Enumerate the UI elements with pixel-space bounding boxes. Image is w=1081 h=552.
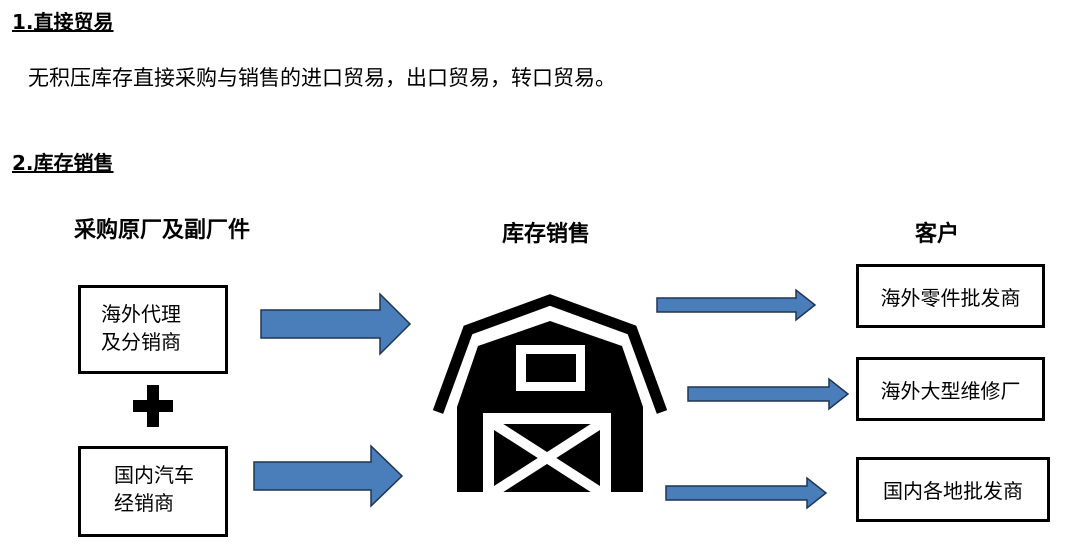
right-arrow-icon	[656, 288, 817, 322]
source-box-line: 及分销商	[101, 330, 181, 354]
plus-icon	[133, 385, 173, 427]
source-box-line: 国内汽车	[114, 463, 194, 487]
barn-warehouse-icon	[432, 294, 668, 497]
section-2-heading: 2.库存销售	[12, 151, 114, 175]
section-1-description: 无积压库存直接采购与销售的进口贸易，出口贸易，转口贸易。	[28, 66, 616, 90]
right-arrow-icon	[253, 444, 404, 508]
source-column-title: 采购原厂及副厂件	[74, 218, 251, 243]
customer-box-overseas-repair-shop: 海外大型维修厂	[856, 357, 1045, 421]
source-box-line: 经销商	[114, 491, 174, 515]
source-box-overseas-agents: 海外代理 及分销商	[78, 285, 228, 374]
customer-box-overseas-wholesaler: 海外零件批发商	[856, 264, 1045, 328]
right-arrow-icon	[665, 476, 828, 510]
stock-column-title: 库存销售	[502, 222, 591, 247]
customer-box-domestic-wholesaler: 国内各地批发商	[856, 457, 1050, 522]
customer-column-title: 客户	[915, 222, 960, 247]
right-arrow-icon	[260, 292, 412, 356]
section-1-heading: 1.直接贸易	[12, 10, 114, 34]
source-box-line: 海外代理	[101, 302, 181, 326]
source-box-domestic-dealers: 国内汽车 经销商	[78, 446, 228, 537]
right-arrow-icon	[687, 377, 850, 411]
